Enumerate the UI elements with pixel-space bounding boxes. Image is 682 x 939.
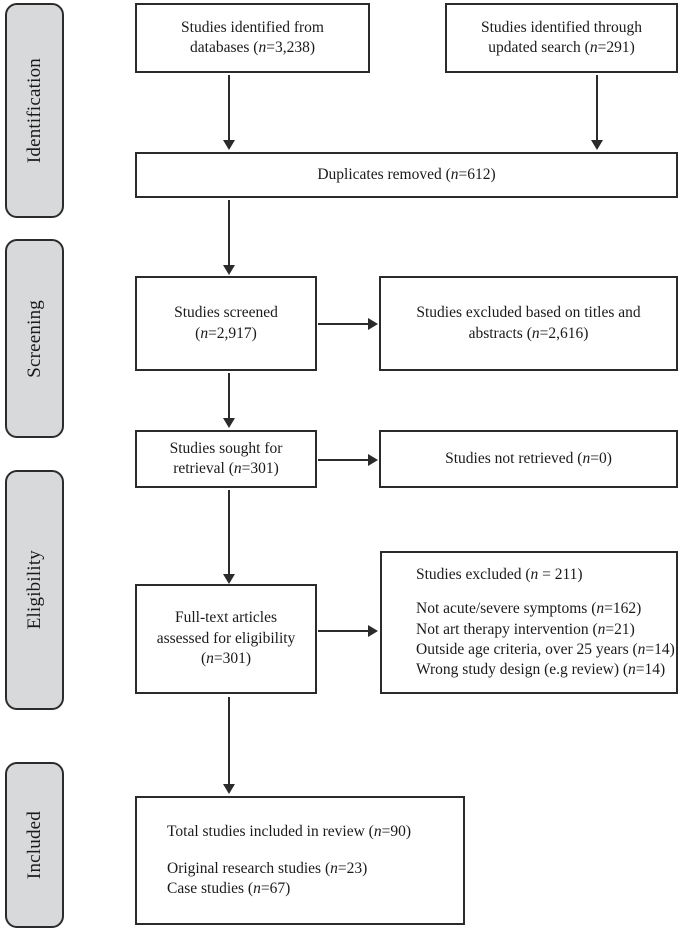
arrow-fulltext-to-included [228, 697, 230, 785]
stage-bar-included: Included [5, 762, 64, 928]
fulltext-line-3: (n=301) [200, 650, 252, 668]
databases-line-2: databases (n=3,238) [190, 39, 315, 56]
updated-search-line-1: Studies identified through [480, 18, 642, 36]
excluded-reason-2: Not art therapy intervention (n=21) [416, 620, 635, 638]
included-breakdown-2: Case studies (n=67) [167, 879, 291, 897]
box-studies-screened: Studies screened (n=2,917) [135, 276, 317, 371]
box-studies-identified-updated-search: Studies identified through updated searc… [445, 3, 678, 73]
arrow-fulltext-to-excluded [318, 630, 369, 632]
not-retrieved-line-1: Studies not retrieved (n=0) [445, 449, 612, 467]
excluded-reason-1: Not acute/severe symptoms (n=162) [416, 600, 642, 618]
arrow-screened-to-sought [228, 373, 230, 419]
arrow-sought-to-not-retrieved [318, 459, 369, 461]
arrow-sought-to-fulltext [228, 490, 230, 575]
box-studies-sought-retrieval: Studies sought for retrieval (n=301) [135, 430, 317, 488]
excluded-titles-line-2: abstracts (n=2,616) [468, 324, 589, 342]
box-studies-not-retrieved: Studies not retrieved (n=0) [379, 430, 678, 488]
duplicates-line-1: Duplicates removed (n=612) [317, 165, 496, 183]
arrow-duplicates-to-screened [228, 200, 230, 266]
box-studies-excluded-fulltext: Studies excluded (n = 211) Not acute/sev… [380, 551, 678, 694]
sought-line-2: retrieval (n=301) [173, 460, 279, 477]
stage-label-included: Included [23, 810, 45, 880]
stage-label-screening: Screening [23, 299, 45, 378]
excluded-reason-4: Wrong study design (e.g review) (n=14) [416, 660, 666, 678]
box-total-studies-included: Total studies included in review (n=90) … [135, 796, 465, 925]
arrow-updated-search-to-duplicates [596, 75, 598, 141]
updated-search-line-2: updated search (n=291) [488, 39, 635, 56]
stage-label-eligibility: Eligibility [23, 550, 45, 630]
excluded-titles-line-1: Studies excluded based on titles and [416, 304, 641, 322]
box-studies-identified-databases: Studies identified from databases (n=3,2… [135, 3, 370, 73]
included-heading: Total studies included in review (n=90) [167, 823, 411, 841]
stage-bar-eligibility: Eligibility [5, 470, 64, 710]
arrow-screened-to-excluded-titles [318, 323, 369, 325]
excluded-fulltext-heading: Studies excluded (n = 211) [416, 565, 583, 583]
included-breakdown-1: Original research studies (n=23) [167, 859, 368, 877]
stage-bar-screening: Screening [5, 239, 64, 438]
sought-line-1: Studies sought for [169, 439, 283, 457]
excluded-reason-list: Not acute/severe symptoms (n=162) Not ar… [416, 599, 675, 680]
stage-label-identification: Identification [23, 57, 45, 164]
box-studies-excluded-titles-abstracts: Studies excluded based on titles and abs… [379, 276, 678, 371]
databases-line-1: Studies identified from [181, 18, 324, 36]
included-breakdown-list: Original research studies (n=23) Case st… [167, 859, 411, 899]
screened-line-1: Studies screened [174, 304, 278, 322]
arrow-databases-to-duplicates [228, 75, 230, 141]
box-fulltext-assessed-eligibility: Full-text articles assessed for eligibil… [135, 584, 317, 694]
fulltext-line-2: assessed for eligibility [156, 629, 296, 647]
fulltext-line-1: Full-text articles [174, 609, 277, 627]
box-duplicates-removed: Duplicates removed (n=612) [135, 152, 678, 198]
screened-line-2: (n=2,917) [195, 324, 257, 342]
excluded-reason-3: Outside age criteria, over 25 years (n=1… [416, 640, 675, 658]
stage-bar-identification: Identification [5, 3, 64, 218]
